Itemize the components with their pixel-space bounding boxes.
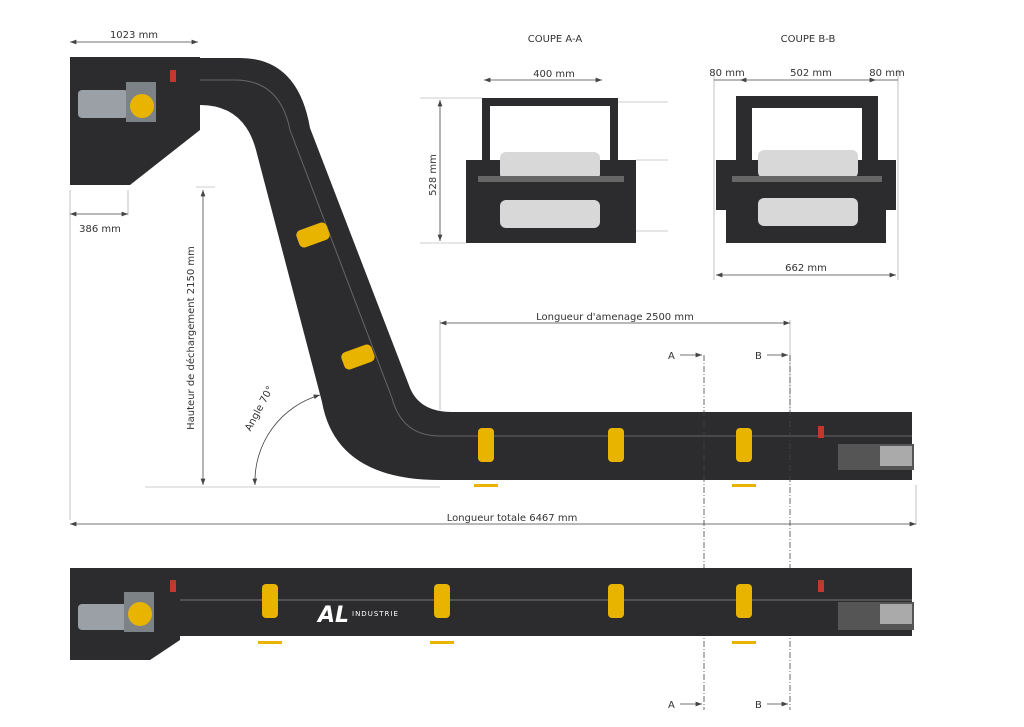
dim-hopper-depth: 386 mm — [79, 224, 121, 235]
marker-b-top: B — [755, 351, 762, 362]
bracket — [608, 428, 624, 462]
dim-b-total: 662 mm — [785, 263, 827, 274]
dim-b-mid: 502 mm — [790, 68, 832, 79]
dim-feed-length: Longueur d'amenage 2500 mm — [536, 312, 694, 323]
section-a-title: COUPE A-A — [528, 34, 583, 45]
bracket — [341, 344, 375, 370]
svg-text:AL: AL — [316, 603, 349, 628]
section-b-b: COUPE B-B 80 mm 502 mm 80 mm 662 mm — [709, 34, 905, 280]
marker-a-bottom: A — [668, 700, 675, 711]
dim-angle: Angle 70° — [243, 384, 276, 433]
bracket — [478, 428, 494, 462]
dim-b-right: 80 mm — [869, 68, 904, 79]
dim-top-width: 1023 mm — [110, 30, 158, 41]
dim-a-width: 400 mm — [533, 69, 575, 80]
dim-total-length: Longueur totale 6467 mm — [447, 513, 578, 524]
dim-b-left: 80 mm — [709, 68, 744, 79]
plan-view: AL INDUSTRIE — [70, 568, 914, 660]
marker-b-bottom: B — [755, 700, 762, 711]
section-b-title: COUPE B-B — [781, 34, 836, 45]
conveyor-belt-body — [200, 58, 912, 480]
al-industrie-logo: AL INDUSTRIE — [316, 603, 399, 628]
side-view — [70, 57, 914, 487]
motor — [78, 82, 156, 122]
bracket — [296, 222, 330, 248]
hopper — [70, 130, 200, 185]
marker-a-top: A — [668, 351, 675, 362]
dim-discharge-height: Hauteur de déchargement 2150 mm — [185, 246, 197, 430]
dim-a-height: 528 mm — [428, 154, 439, 196]
bracket — [736, 428, 752, 462]
svg-text:INDUSTRIE: INDUSTRIE — [352, 610, 399, 618]
section-markers: A B A B — [668, 351, 791, 711]
section-a-a: COUPE A-A 400 mm 528 mm — [420, 34, 668, 244]
